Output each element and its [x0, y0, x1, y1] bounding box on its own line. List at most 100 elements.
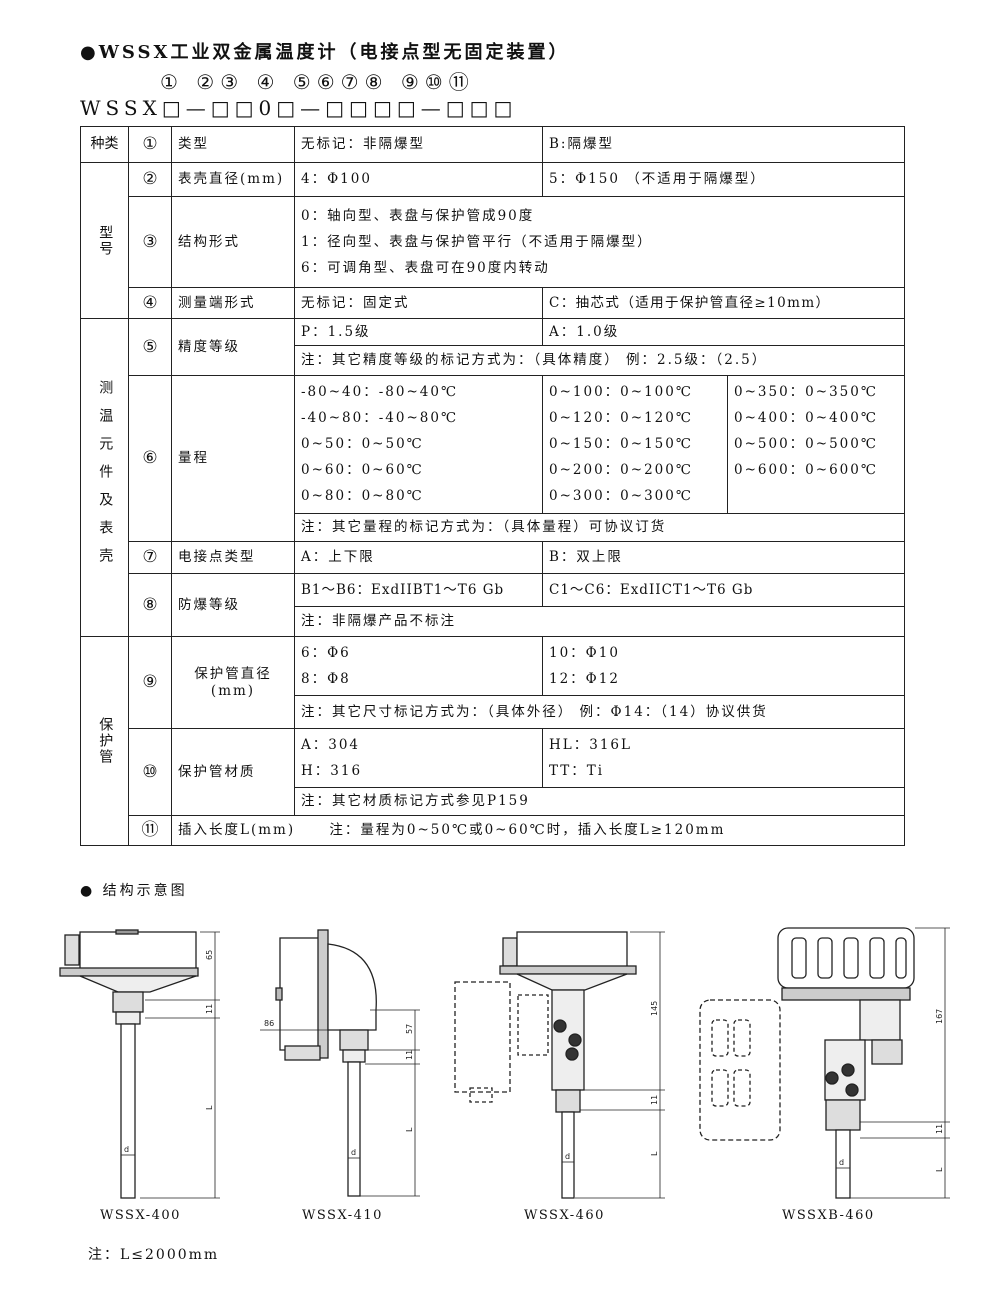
list-item: TT：Ti	[549, 763, 605, 780]
table-row: ⑦ 电接点类型 A：上下限 B：双上限	[81, 541, 906, 575]
dim-label: 86	[264, 1019, 274, 1028]
dim-label: L	[205, 1105, 214, 1110]
range-column-2: 0~100：0~100℃ 0~120：0~120℃ 0~150：0~150℃ 0…	[542, 375, 728, 515]
list-item: 0~120：0~120℃	[549, 410, 693, 427]
row-label: 电接点类型	[171, 541, 295, 575]
list-item: 0~150：0~150℃	[549, 436, 693, 453]
option-cell: B:隔爆型	[541, 125, 906, 164]
table-row: ⑪ 插入长度L(mm) 注：量程为0~50℃或0~60℃时，插入长度L≥120m…	[81, 815, 906, 847]
caption-wssx-400: WSSX-400	[100, 1208, 181, 1223]
list-item: 0~500：0~500℃	[734, 436, 878, 453]
document-title: ●WSSX工业双金属温度计（电接点型无固定装置）	[80, 42, 570, 63]
note-cell: 注：其它材质标记方式参见P159	[293, 787, 906, 817]
list-item: 0~400：0~400℃	[734, 410, 878, 427]
group-model-label: 型号	[97, 224, 114, 257]
group-sensor: 测温元件及表壳	[80, 318, 129, 638]
option-cell: 无标记：非隔爆型	[294, 125, 543, 164]
dim-label: 11	[405, 1050, 414, 1060]
row-number: ⑪	[128, 815, 172, 847]
row-label: 保护管直径 (mm)	[171, 636, 295, 730]
diagram-wssx-460	[454, 931, 637, 1199]
row-number: ②	[128, 162, 172, 198]
group-tube: 保护管	[80, 636, 129, 847]
list-item: 12：Φ12	[549, 671, 620, 688]
list-item: 8：Φ8	[301, 671, 351, 688]
list-item: 0~80：0~80℃	[301, 488, 424, 505]
note-cell: 注：其它精度等级的标记方式为：（具体精度） 例：2.5级：（2.5）	[293, 345, 906, 377]
tube-diameter-col-1: 6：Φ6 8：Φ8	[294, 636, 543, 697]
caption-wssxb-460: WSSXB-460	[782, 1208, 875, 1223]
list-item: 0~60：0~60℃	[301, 462, 424, 479]
table-row: 注：其它材质标记方式参见P159	[81, 787, 906, 817]
table-row: 注：其它精度等级的标记方式为：（具体精度） 例：2.5级：（2.5）	[81, 345, 906, 377]
dimensions-wssxb-460	[836, 927, 950, 1199]
table-row: 种类 ① 类型 无标记：非隔爆型 B:隔爆型	[80, 125, 906, 164]
table-row: 注：其它尺寸标记方式为：（具体外径） 例：Φ14：（14）协议供货	[81, 695, 906, 730]
footer-note: 注：L≤2000mm	[88, 1247, 220, 1263]
row-number: ⑨	[128, 636, 172, 730]
dim-label: 145	[650, 1001, 659, 1016]
dim-label: d	[351, 1148, 356, 1157]
list-item: 1：径向型、表盘与保护管平行（不适用于隔爆型）	[301, 234, 653, 251]
list-item: HL：316L	[549, 737, 632, 754]
row-number: ④	[128, 287, 172, 320]
dimensions-wssx-400	[121, 931, 220, 1199]
dim-label: d	[124, 1145, 129, 1154]
list-item: 0~350：0~350℃	[734, 384, 878, 401]
table-row: 注：其它量程的标记方式为：（具体量程）可协议订货	[81, 513, 906, 543]
option-cell: 4：Φ100	[294, 162, 543, 198]
row-label: 类型	[171, 125, 295, 164]
row-label: 插入长度L(mm)	[178, 822, 296, 839]
row-number: ①	[128, 125, 172, 164]
caption-wssx-460: WSSX-460	[524, 1208, 605, 1223]
table-row: ⑧ 防爆等级 B1～B6：ExdIIBT1～T6 Gb C1～C6：ExdIIC…	[81, 573, 906, 638]
group-tube-label: 保护管	[97, 717, 114, 766]
table-row: ③ 结构形式 0：轴向型、表盘与保护管成90度 1：径向型、表盘与保护管平行（不…	[81, 196, 906, 289]
dim-label: 57	[405, 1024, 414, 1034]
row-label: 结构形式	[171, 196, 295, 289]
option-cell: C：抽芯式（适用于保护管直径≥10mm）	[541, 287, 906, 320]
option-cell: P：1.5级	[294, 318, 543, 347]
dim-label: 11	[935, 1124, 944, 1134]
tube-material-col-1: A：304 H：316	[294, 728, 543, 789]
specification-table: 种类 ① 类型 无标记：非隔爆型 B:隔爆型 型号 ② 表壳直径(mm) 4：Φ…	[80, 125, 906, 847]
row-number: ⑤	[128, 318, 172, 377]
row-label: 保护管材质	[171, 728, 295, 817]
dim-label: 65	[205, 950, 214, 960]
row-number: ③	[128, 196, 172, 289]
structure-options: 0：轴向型、表盘与保护管成90度 1：径向型、表盘与保护管平行（不适用于隔爆型）…	[293, 196, 906, 289]
dim-label: 167	[935, 1009, 944, 1024]
option-cell: 无标记：固定式	[294, 287, 543, 320]
list-item: A：304	[301, 737, 361, 754]
option-cell: A：1.0级	[541, 318, 906, 347]
section-title-diagrams: ● 结构示意图	[80, 883, 188, 899]
table-row: ⑩ 保护管材质 A：304 H：316 HL：316L TT：Ti	[81, 728, 906, 817]
dim-label: 11	[650, 1095, 659, 1105]
row-label: 量程	[171, 375, 295, 543]
note-cell: 注：非隔爆产品不标注	[293, 606, 906, 638]
table-row: ⑥ 量程 -80~40：-80~40℃ -40~80：-40~80℃ 0~50：…	[81, 375, 906, 543]
tube-diameter-col-2: 10：Φ10 12：Φ12	[541, 636, 906, 697]
table-row: 保护管 ⑨ 保护管直径 (mm) 6：Φ6 8：Φ8 10：Φ10 12：Φ12	[80, 636, 906, 847]
insert-length-row: 插入长度L(mm) 注：量程为0~50℃或0~60℃时，插入长度L≥120mm	[170, 815, 906, 847]
option-cell: B：双上限	[541, 541, 906, 575]
row-number: ⑩	[128, 728, 172, 817]
dimensions-wssx-460	[562, 931, 665, 1199]
list-item: H：316	[301, 763, 363, 780]
group-header-kind: 种类	[80, 125, 129, 164]
diagram-wssxb-460	[699, 927, 915, 1199]
dim-label: d	[839, 1158, 844, 1167]
note-cell: 注：其它量程的标记方式为：（具体量程）可协议订货	[293, 513, 906, 543]
list-item: 0~200：0~200℃	[549, 462, 693, 479]
note-cell: 注：其它尺寸标记方式为：（具体外径） 例：Φ14：（14）协议供货	[293, 695, 906, 730]
note-cell: 注：量程为0~50℃或0~60℃时，插入长度L≥120mm	[329, 822, 726, 839]
option-cell: A：上下限	[294, 541, 543, 575]
row-number: ⑧	[128, 573, 172, 638]
model-code-pattern: WSSX□—□□0□—□□□□—□□□	[80, 96, 518, 120]
row-label: 精度等级	[171, 318, 295, 377]
row-label: 表壳直径(mm)	[171, 162, 295, 198]
row-label-main: 保护管直径	[194, 666, 272, 683]
range-column-3: 0~350：0~350℃ 0~400：0~400℃ 0~500：0~500℃ 0…	[726, 375, 906, 515]
table-row: 测温元件及表壳 ⑤ 精度等级 P：1.5级 A：1.0级	[80, 318, 906, 638]
row-number: ⑥	[128, 375, 172, 543]
